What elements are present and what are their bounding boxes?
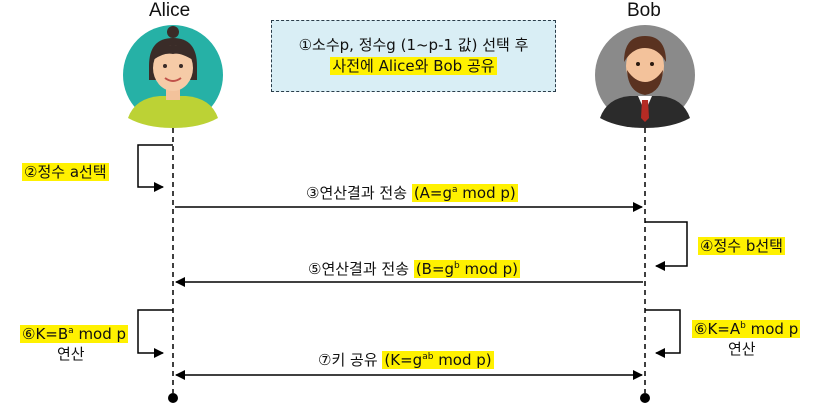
step6-alice-label-line2: 연산: [57, 345, 85, 363]
step3-formula: (A=ga mod p): [411, 184, 518, 202]
step6-alice-self-arrow: [137, 309, 173, 358]
step6-alice-label: ⑥K=Ba mod p: [20, 325, 129, 343]
step3-label: ③연산결과 전송 (A=ga mod p): [306, 184, 518, 202]
step6-bob-label: ⑥K=Ab mod p: [692, 320, 801, 338]
step2-self-arrow: [137, 144, 173, 192]
bob-avatar-icon: [595, 25, 695, 128]
bob-name: Bob: [627, 0, 661, 21]
step6-bob-label-line2: 연산: [728, 340, 756, 358]
step4-label: ④정수 b선택: [698, 237, 785, 255]
bob-lifeline-end: [640, 393, 650, 403]
alice-avatar-icon: [123, 25, 223, 128]
setup-line2: 사전에 Alice와 Bob 공유: [330, 57, 497, 75]
step5-label: ⑤연산결과 전송 (B=gb mod p): [308, 260, 520, 278]
alice-name: Alice: [149, 0, 191, 21]
step2-label: ②정수 a선택: [22, 163, 109, 181]
step7-formula: (K=gab mod p): [382, 351, 494, 369]
alice-lifeline-end: [168, 393, 178, 403]
setup-note: ①소수p, 정수g (1~p-1 값) 선택 후 사전에 Alice와 Bob …: [271, 20, 556, 92]
setup-line1: ①소수p, 정수g (1~p-1 값) 선택 후: [298, 36, 529, 54]
step5-formula: (B=gb mod p): [413, 260, 520, 278]
step4-self-arrow: [645, 221, 688, 271]
step6-bob-self-arrow: [645, 309, 681, 358]
step7-label: ⑦키 공유 (K=gab mod p): [318, 351, 494, 369]
